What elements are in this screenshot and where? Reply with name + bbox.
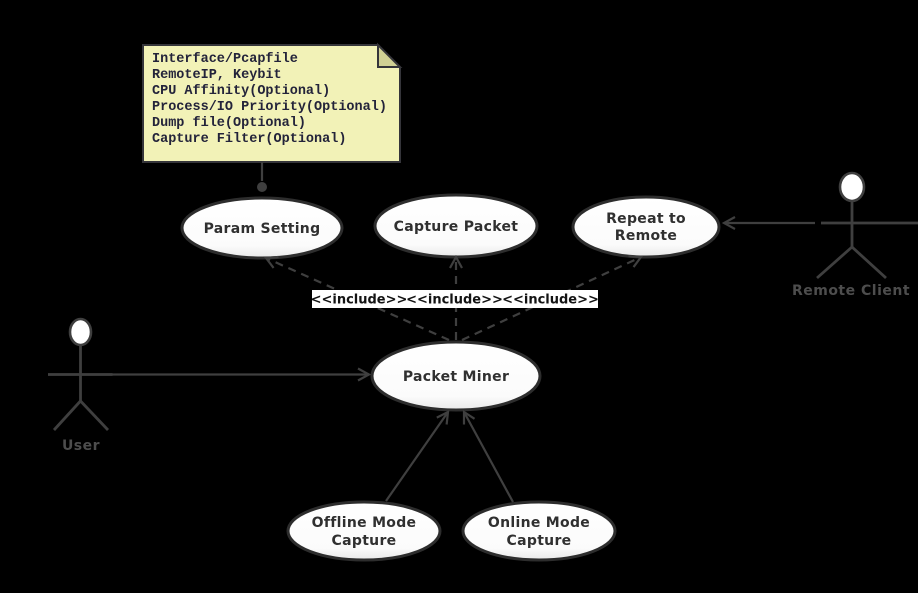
actor-label: Remote Client (792, 283, 910, 299)
actor-right-leg-line (851, 245, 887, 280)
usecase-label-line2: Capture (507, 533, 572, 549)
usecase-param-setting: Param Setting (180, 196, 344, 260)
note-fold-icon (377, 42, 403, 68)
usecase-ellipse (180, 196, 344, 260)
usecase-label: Param Setting (204, 221, 321, 237)
note-line: Interface/Pcapfile (152, 52, 298, 67)
actor-head-icon (68, 317, 93, 347)
actor-user: User (48, 317, 113, 454)
include-label-text: <<include>> (502, 293, 599, 308)
note-line: Capture Filter(Optional) (152, 132, 346, 147)
usecase-label: Capture Packet (394, 219, 519, 235)
actor-label: User (62, 438, 100, 454)
note-line: CPU Affinity(Optional) (152, 84, 330, 99)
note-shape (142, 44, 401, 163)
usecase-label-line1: Repeat to (606, 211, 686, 227)
usecase-label-line2: Remote (615, 228, 677, 244)
edge-offline-mode-to-packet-miner (385, 412, 448, 502)
include-label-right: <<include>> (502, 290, 599, 308)
include-label-left: <<include>> (311, 290, 408, 308)
include-label-middle: <<include>> (406, 290, 503, 308)
usecase-ellipse (461, 500, 617, 562)
usecase-ellipse (370, 340, 542, 412)
actor-left-leg-line (52, 400, 82, 431)
include-label-text: <<include>> (311, 293, 408, 308)
usecase-label-line1: Online Mode (488, 515, 590, 531)
note-capture-params: Interface/Pcapfile RemoteIP, Keybit CPU … (142, 42, 403, 163)
include-label-box (312, 290, 406, 308)
include-label-box (406, 290, 503, 308)
usecase-packet-miner: Packet Miner (370, 340, 542, 412)
actor-right-leg-line (79, 400, 110, 431)
usecase-ellipse (286, 500, 442, 562)
actor-left-leg-line (816, 245, 853, 280)
usecase-capture-packet: Capture Packet (373, 193, 539, 259)
note-line: Process/IO Priority(Optional) (152, 100, 387, 115)
include-label-box (503, 290, 598, 308)
note-connector-dot (257, 182, 267, 192)
edge-online-mode-to-packet-miner (464, 412, 514, 503)
include-label-text: <<include>> (406, 293, 503, 308)
actor-remote-client: Remote Client (792, 171, 918, 299)
usecase-label-line1: Offline Mode (312, 515, 417, 531)
usecase-online-mode-capture: Online Mode Capture (461, 500, 617, 562)
usecase-label: Packet Miner (403, 369, 509, 385)
note-line: RemoteIP, Keybit (152, 68, 282, 83)
usecase-label-line2: Capture (332, 533, 397, 549)
note-line: Dump file(Optional) (152, 116, 306, 131)
usecase-offline-mode-capture: Offline Mode Capture (286, 500, 442, 562)
actor-head-icon (838, 171, 866, 203)
usecase-ellipse (571, 195, 721, 259)
usecase-repeat-to-remote: Repeat to Remote (571, 195, 721, 259)
